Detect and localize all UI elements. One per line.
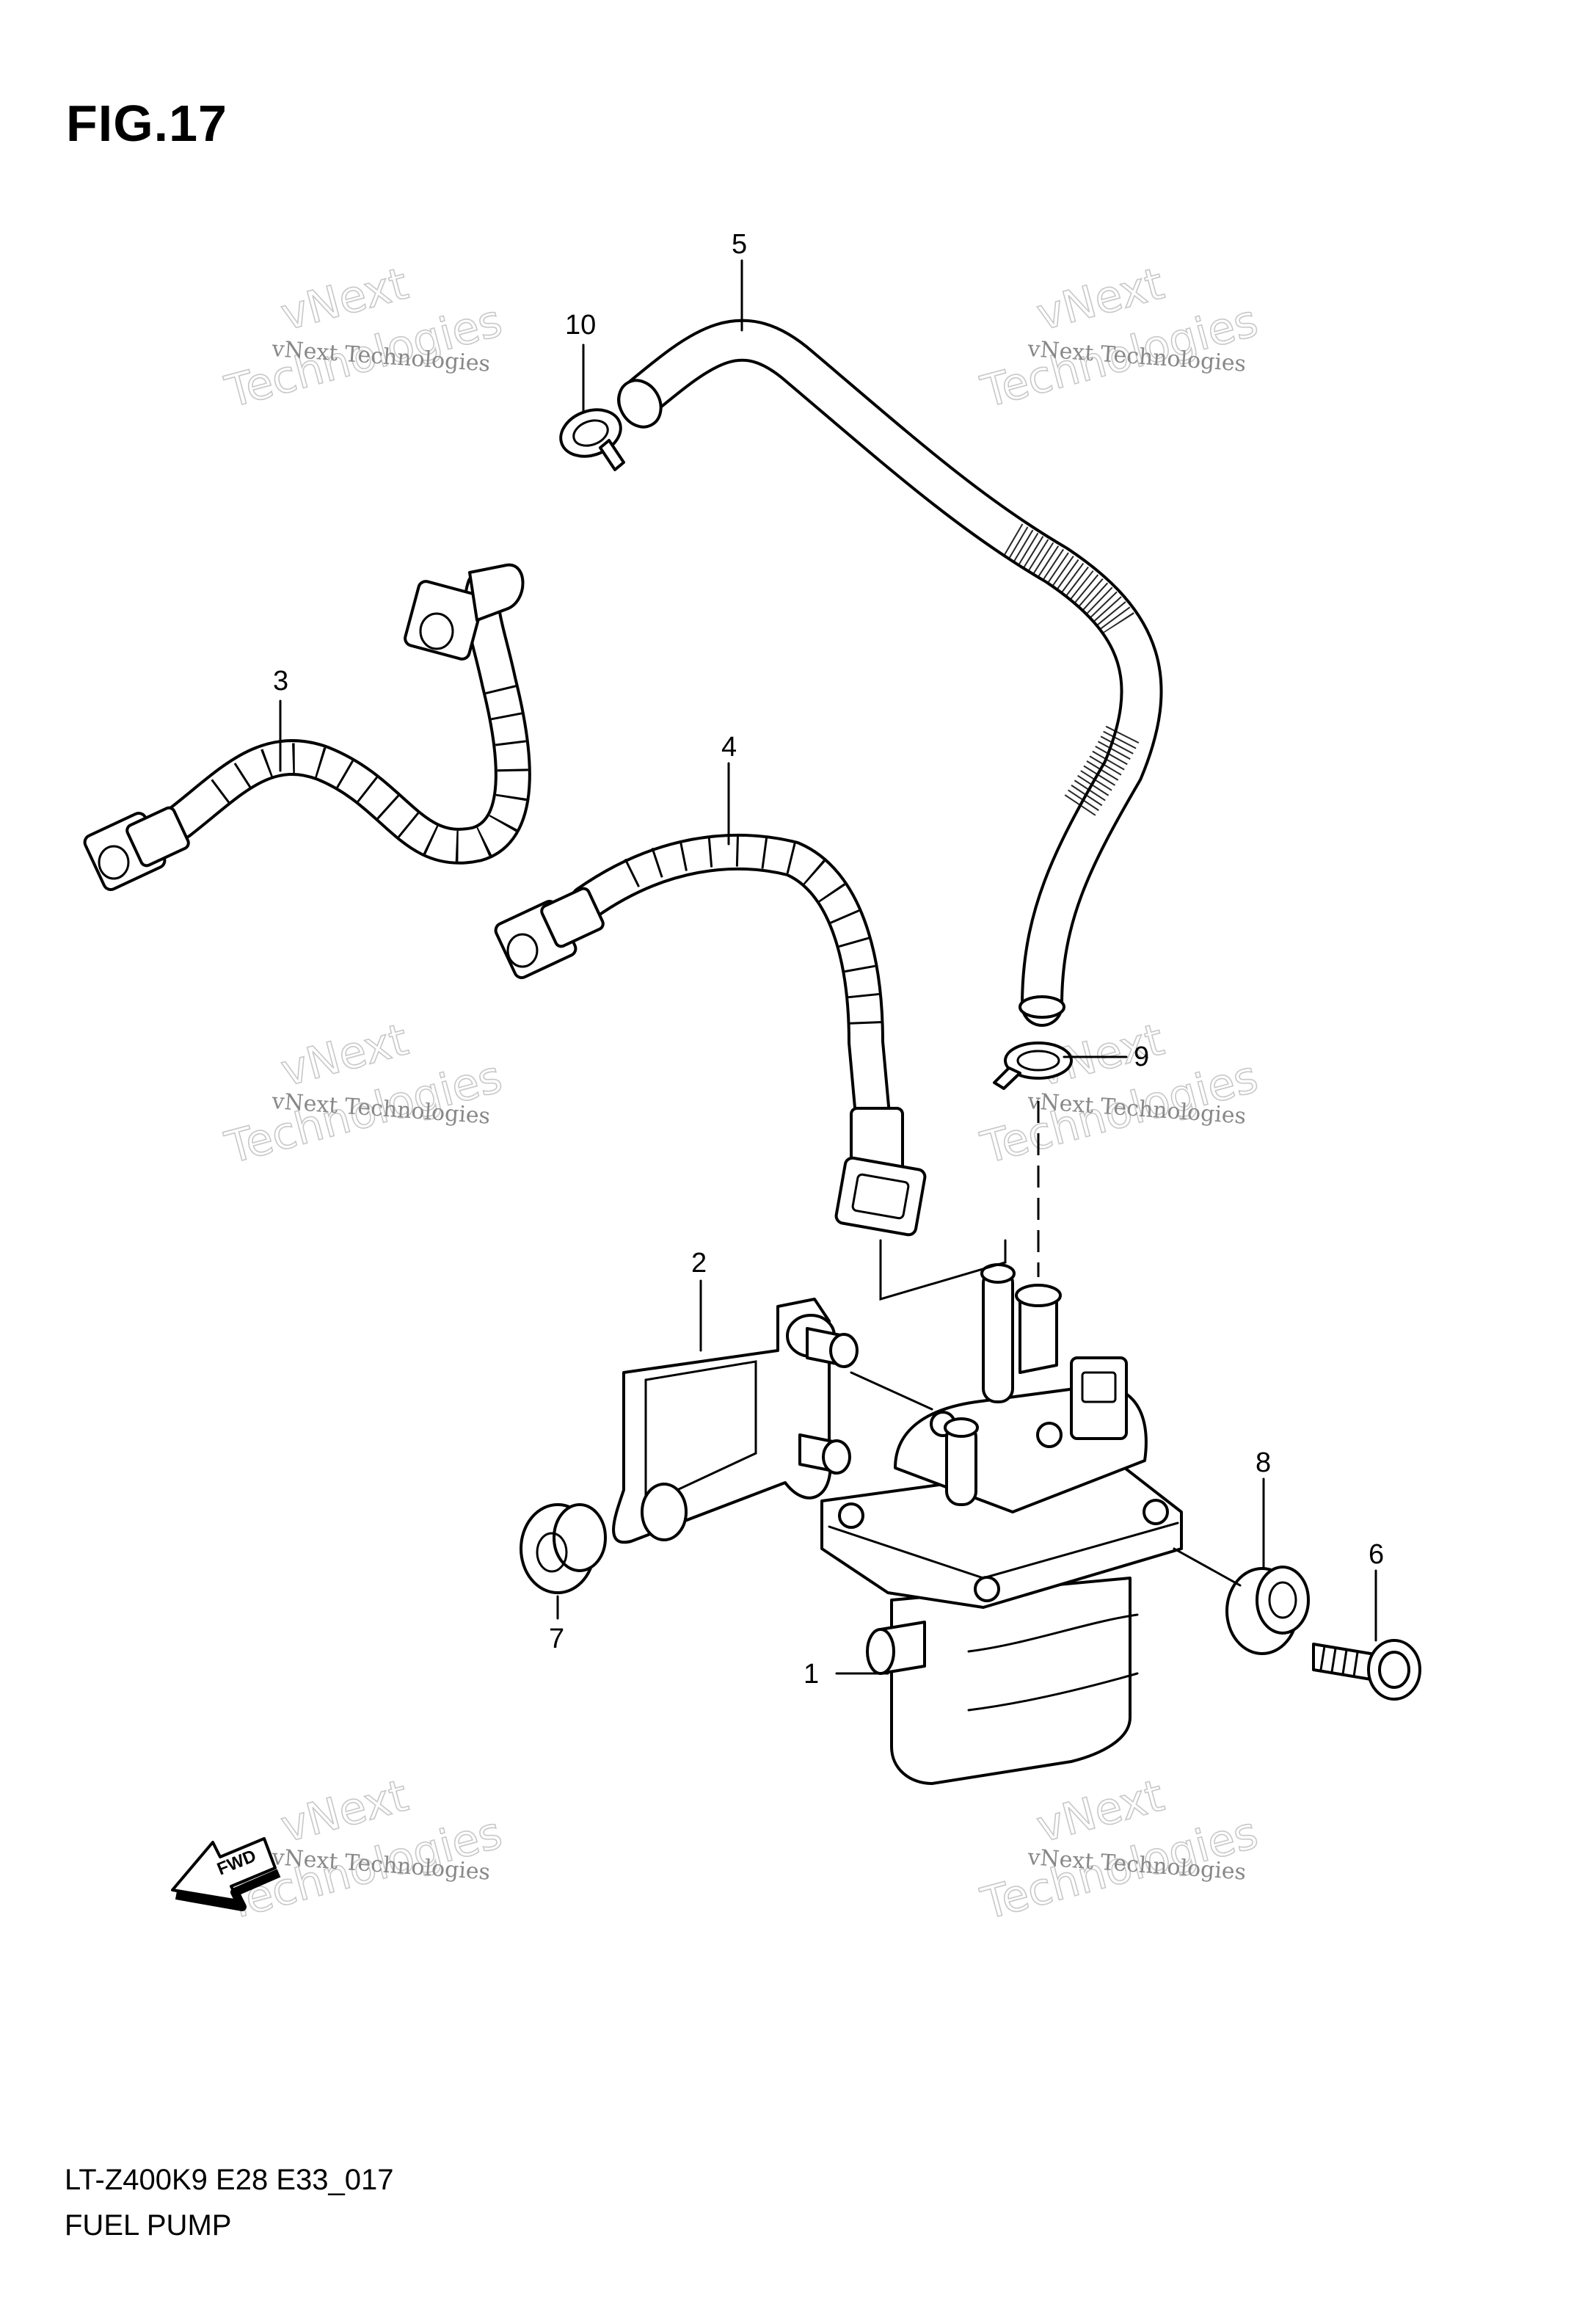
part-10-hose-clamp xyxy=(559,408,625,471)
callout-8: 8 xyxy=(1256,1447,1271,1478)
callout-group: 5 10 3 4 9 2 8 6 7 1 xyxy=(273,229,1384,1690)
watermark-middle-right: vNext Technologies vNext Technologies xyxy=(975,1014,1264,1175)
part-5-fuel-hose xyxy=(617,319,1163,1027)
assembly-lines xyxy=(850,1101,1242,1587)
callout-10: 10 xyxy=(565,310,596,341)
watermark-top-right: vNext Technologies vNext Technologies xyxy=(975,258,1264,419)
callout-9: 9 xyxy=(1134,1042,1149,1072)
callout-1: 1 xyxy=(804,1659,819,1690)
watermark-middle-left: vNext Technologies vNext Technologies xyxy=(219,1014,508,1175)
figure-code: LT-Z400K9 E28 E33_017 xyxy=(65,2164,394,2196)
watermark-top-left: vNext Technologies vNext Technologies xyxy=(219,258,508,419)
callout-4: 4 xyxy=(721,732,737,763)
watermark-bottom-right: vNext Technologies vNext Technologies xyxy=(975,1770,1264,1931)
callout-3: 3 xyxy=(273,666,288,697)
part-3-wiring-lead xyxy=(83,563,531,891)
part-9-hose-clamp xyxy=(993,1042,1073,1090)
callout-5: 5 xyxy=(732,229,747,260)
figure-name: FUEL PUMP xyxy=(65,2209,232,2242)
callout-6: 6 xyxy=(1369,1539,1384,1570)
part-7-grommet xyxy=(520,1503,607,1594)
part-2-pump-bracket xyxy=(612,1298,859,1544)
figure-title: FIG.17 xyxy=(66,95,227,152)
callout-2: 2 xyxy=(691,1248,707,1279)
part-4-fuel-pump-lead xyxy=(494,833,927,1237)
callout-7: 7 xyxy=(549,1624,564,1654)
part-6-bolt xyxy=(1312,1639,1421,1701)
part-1-fuel-pump xyxy=(820,1263,1183,1785)
part-8-grommet xyxy=(1225,1566,1310,1655)
